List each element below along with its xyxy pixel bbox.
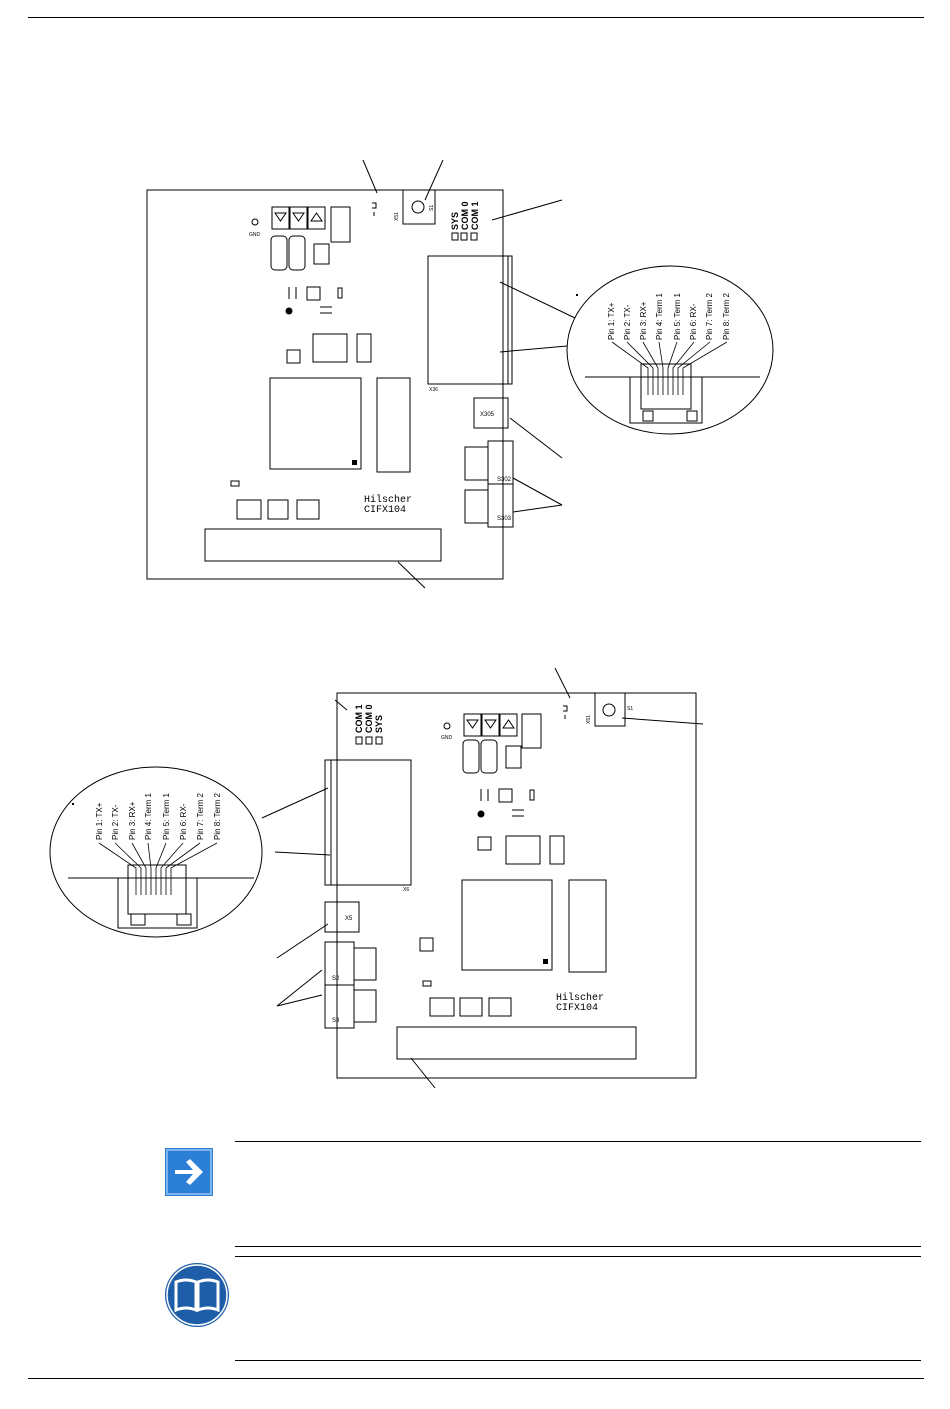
board-diagram-bottom: COM 1 COM 0 SYS GND Hilscher CIFX104 S1 … — [49, 667, 704, 1089]
note-info-book-icon — [164, 1262, 230, 1328]
header-rule — [28, 17, 924, 18]
pin-4-label: Pin 4: Term 1 — [655, 292, 664, 340]
pin-8-label: Pin 8: Term 2 — [213, 792, 222, 840]
pin-2-label: Pin 2: TX- — [623, 304, 632, 340]
gnd-label: GND — [249, 232, 261, 238]
pin-6-label: Pin 6: RX- — [179, 803, 188, 840]
pin-8-label: Pin 8: Term 2 — [722, 292, 731, 340]
note-top-rule — [235, 1141, 921, 1142]
pin-3-label: Pin 3: RX+ — [639, 301, 648, 340]
pin-4-label: Pin 4: Term 1 — [144, 792, 153, 840]
x5-label: X5 — [345, 916, 353, 922]
pin-3-label: Pin 3: RX+ — [128, 801, 137, 840]
connector-x51-label: X51 — [586, 715, 592, 724]
footer-rule — [28, 1378, 924, 1379]
model-label: CIFX104 — [556, 1003, 598, 1014]
pin-2-label: Pin 2: TX- — [111, 804, 120, 840]
brand-label: Hilscher — [556, 992, 604, 1004]
pin-1-label: Pin 1: TX+ — [607, 302, 616, 340]
led-label-sys: SYS — [374, 715, 384, 733]
rj45-label: X6 — [403, 887, 409, 893]
led-label-com1: COM 1 — [470, 201, 480, 230]
s3-label: S3 — [332, 1018, 340, 1024]
s2-label: S2 — [332, 976, 340, 982]
pin-7-label: Pin 7: Term 2 — [196, 792, 205, 840]
pin-1-label: Pin 1: TX+ — [95, 802, 104, 840]
pin-5-label: Pin 5: Term 1 — [162, 792, 171, 840]
x305-label: X305 — [480, 412, 495, 418]
note-arrow-icon — [165, 1148, 213, 1196]
led-label-com0: COM 0 — [364, 704, 374, 733]
led-label-sys: SYS — [450, 212, 460, 230]
rj45-pinout-magnifier — [566, 265, 774, 435]
note-bottom-rule — [235, 1246, 921, 1247]
pin-5-label: Pin 5: Term 1 — [673, 292, 682, 340]
switch-label: S1 — [429, 205, 435, 211]
connector-x51-label: X51 — [394, 212, 400, 221]
s303-label: S303 — [497, 516, 512, 522]
led-label-com1: COM 1 — [354, 704, 364, 733]
rj45-pinout-magnifier — [49, 766, 263, 938]
switch-label: S1 — [627, 706, 633, 712]
pin-7-label: Pin 7: Term 2 — [705, 292, 714, 340]
s302-label: S302 — [497, 477, 512, 483]
info-top-rule — [235, 1256, 921, 1257]
rj45-label: X36 — [429, 387, 438, 393]
led-label-com0: COM 0 — [460, 201, 470, 230]
brand-label: Hilscher — [364, 494, 412, 506]
gnd-label: GND — [441, 735, 453, 741]
board-diagram-top: SYS COM 0 COM 1 GND Hilscher CIFX104 S1 … — [146, 159, 774, 589]
model-label: CIFX104 — [364, 505, 406, 516]
pin-6-label: Pin 6: RX- — [689, 303, 698, 340]
info-bottom-rule — [235, 1360, 921, 1361]
